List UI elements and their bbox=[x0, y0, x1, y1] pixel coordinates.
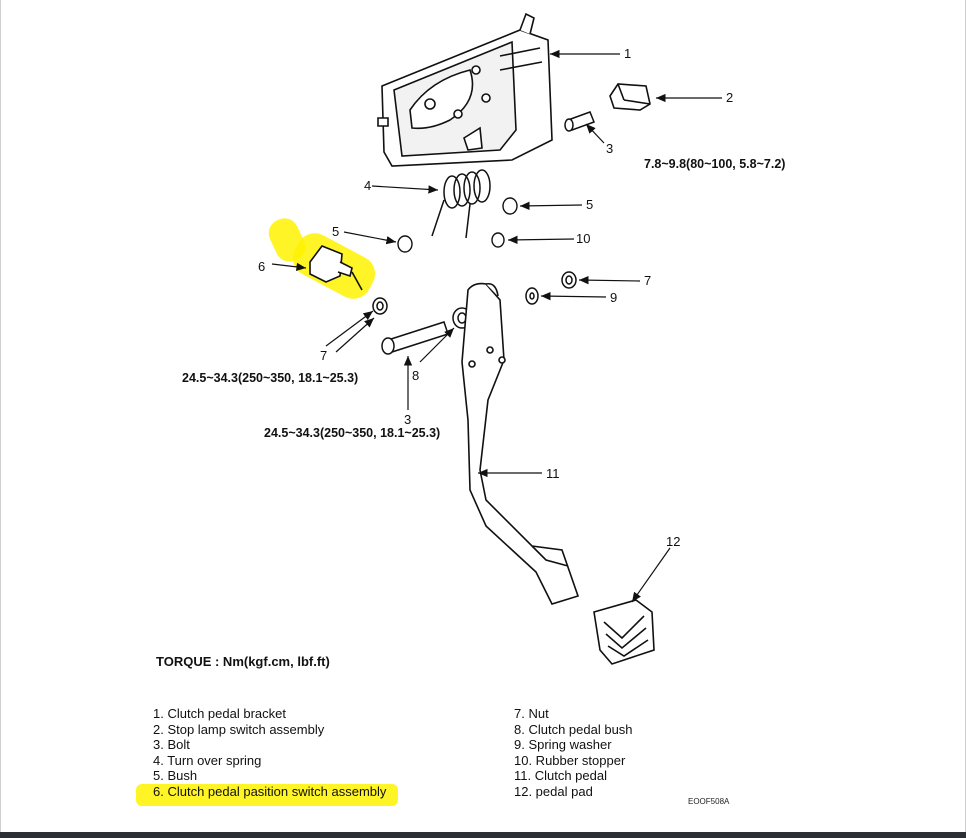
bolt-top bbox=[564, 111, 595, 132]
legend-item: 4. Turn over spring bbox=[153, 752, 262, 768]
legend-item: 9. Spring washer bbox=[514, 737, 612, 753]
parts-legend-left: 1. Clutch pedal bracket 2. Stop lamp swi… bbox=[153, 706, 386, 800]
torque-spec-bolt-top: 7.8~9.8(80~100, 5.8~7.2) bbox=[644, 157, 785, 171]
figure-code: EOOF508A bbox=[688, 797, 730, 806]
legend-item: 10. Rubber stopper bbox=[514, 752, 626, 768]
torque-units-title: TORQUE : Nm(kgf.cm, lbf.ft) bbox=[156, 654, 330, 669]
callout-6: 6 bbox=[258, 259, 265, 274]
legend-item: 11. Clutch pedal bbox=[514, 768, 607, 784]
callout-7: 7 bbox=[644, 273, 651, 288]
parts-legend-right: 7. Nut 8. Clutch pedal bush 9. Spring wa… bbox=[514, 706, 633, 800]
callout-9: 9 bbox=[610, 290, 617, 305]
clutch-pedal-position-switch bbox=[309, 245, 363, 291]
callout-2: 2 bbox=[726, 90, 733, 105]
rubber-stopper bbox=[491, 232, 505, 248]
highlight-part-6-legend bbox=[136, 784, 398, 806]
legend-item: 1. Clutch pedal bracket bbox=[153, 706, 286, 721]
torque-spec-bolt-lower: 24.5~34.3(250~350, 18.1~25.3) bbox=[264, 426, 440, 440]
legend-item: 5. Bush bbox=[153, 768, 198, 784]
callout-1: 1 bbox=[624, 46, 631, 61]
legend-item-highlighted: 6. Clutch pedal pasition switch assembly bbox=[153, 783, 387, 799]
stop-lamp-switch bbox=[609, 83, 651, 111]
bush bbox=[397, 197, 518, 253]
callout-5: 5 bbox=[332, 224, 339, 239]
callout-3: 3 bbox=[404, 412, 411, 427]
callout-8: 8 bbox=[412, 368, 419, 383]
callout-12: 12 bbox=[666, 534, 680, 549]
torque-spec-nut: 24.5~34.3(250~350, 18.1~25.3) bbox=[182, 371, 358, 385]
callout-5: 5 bbox=[586, 197, 593, 212]
spring-washer bbox=[525, 287, 539, 305]
window-bottom-bar bbox=[0, 832, 966, 838]
callout-3: 3 bbox=[606, 141, 613, 156]
callout-10: 10 bbox=[576, 231, 590, 246]
clutch-pedal-bracket bbox=[377, 12, 553, 167]
callout-7: 7 bbox=[320, 348, 327, 363]
nut bbox=[372, 271, 577, 315]
legend-item: 7. Nut bbox=[514, 706, 549, 721]
bolt-lower bbox=[381, 321, 449, 355]
callout-11: 11 bbox=[546, 466, 560, 481]
legend-item: 3. Bolt bbox=[153, 737, 190, 753]
legend-item: 12. pedal pad bbox=[514, 783, 593, 799]
leader-lines bbox=[271, 49, 722, 603]
pedal-pad bbox=[593, 599, 655, 665]
legend-item: 2. Stop lamp switch assembly bbox=[153, 721, 325, 737]
callout-4: 4 bbox=[364, 178, 371, 193]
clutch-pedal bbox=[461, 282, 580, 605]
turn-over-spring bbox=[431, 169, 491, 239]
legend-item: 8. Clutch pedal bush bbox=[514, 721, 633, 737]
